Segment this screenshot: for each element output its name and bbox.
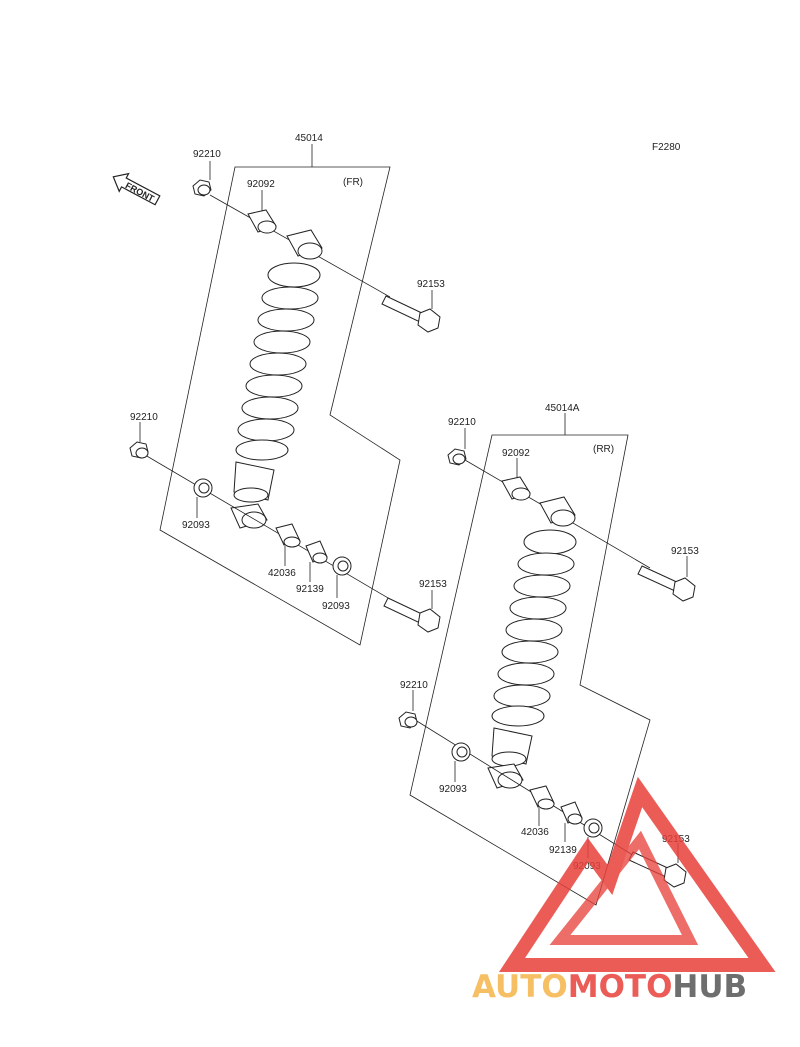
front-bolt-bottom	[383, 597, 441, 633]
rear-assembly-number: 45014A	[545, 403, 580, 414]
rear-nut-top-label: 92210	[448, 417, 476, 428]
front-washer-right	[332, 556, 352, 576]
front-collar-label: 42036	[268, 568, 296, 579]
front-bushing-bottom	[305, 540, 328, 564]
watermark-text: AUTOMOTOHUB	[472, 969, 747, 1005]
front-bushing-top-label: 92092	[247, 179, 275, 190]
rear-washer-right	[583, 818, 603, 838]
rear-bushing-top	[501, 476, 531, 501]
rear-bolt-top	[637, 565, 696, 602]
front-nut-bottom	[129, 441, 149, 459]
figure-code: F2280	[652, 142, 681, 153]
rear-assembly-frame	[409, 434, 651, 906]
rear-collar-label: 42036	[521, 827, 549, 838]
rear-bushing-top-label: 92092	[502, 448, 530, 459]
rear-bushing-bottom	[560, 801, 583, 825]
front-shock-spring	[235, 262, 321, 461]
front-assembly: 45014 (FR) 92210 92092	[129, 133, 447, 646]
rear-washer-right-label: 92093	[573, 861, 601, 872]
watermark-part3: HUB	[672, 969, 747, 1005]
front-shock-body	[233, 461, 275, 503]
rear-bolt-top-label: 92153	[671, 546, 699, 557]
rear-washer-left	[451, 742, 471, 762]
front-arrow-icon: FRONT	[112, 172, 161, 206]
rear-shock-bottom-eye	[487, 763, 524, 789]
front-shock-top-eye	[286, 229, 323, 260]
rear-nut-bottom	[398, 711, 418, 729]
front-nut-top	[192, 179, 212, 197]
rear-nut-bottom-label: 92210	[400, 680, 428, 691]
front-washer-left	[193, 478, 213, 498]
front-collar	[275, 523, 301, 548]
front-bolt-bottom-label: 92153	[419, 579, 447, 590]
watermark-part2: MOTO	[568, 969, 673, 1005]
front-washer-right-label: 92093	[322, 601, 350, 612]
rear-position: (RR)	[593, 444, 614, 455]
rear-collar	[529, 785, 555, 810]
front-nut-bottom-label: 92210	[130, 412, 158, 423]
front-assembly-number: 45014	[295, 133, 323, 144]
rear-shock-body	[491, 727, 533, 767]
front-bolt-top-label: 92153	[417, 279, 445, 290]
front-bushing-bottom-label: 92139	[296, 584, 324, 595]
watermark-triangle-icon	[498, 776, 776, 972]
front-bolt-top	[381, 295, 441, 333]
front-bushing-top	[247, 209, 277, 234]
front-washer-left-label: 92093	[182, 520, 210, 531]
rear-shock-top-eye	[539, 496, 576, 527]
front-assembly-frame	[159, 166, 401, 646]
front-position: (FR)	[343, 177, 363, 188]
rear-washer-left-label: 92093	[439, 784, 467, 795]
front-label: FRONT	[124, 180, 157, 204]
rear-nut-top	[447, 448, 467, 466]
rear-bushing-bottom-label: 92139	[549, 845, 577, 856]
rear-assembly: 45014A (RR) 92210 92092	[398, 403, 699, 906]
rear-shock-spring	[491, 529, 577, 727]
watermark-part1: AUTO	[472, 969, 568, 1005]
watermark-logo: AUTOMOTOHUB	[472, 776, 776, 1005]
front-nut-top-label: 92210	[193, 149, 221, 160]
